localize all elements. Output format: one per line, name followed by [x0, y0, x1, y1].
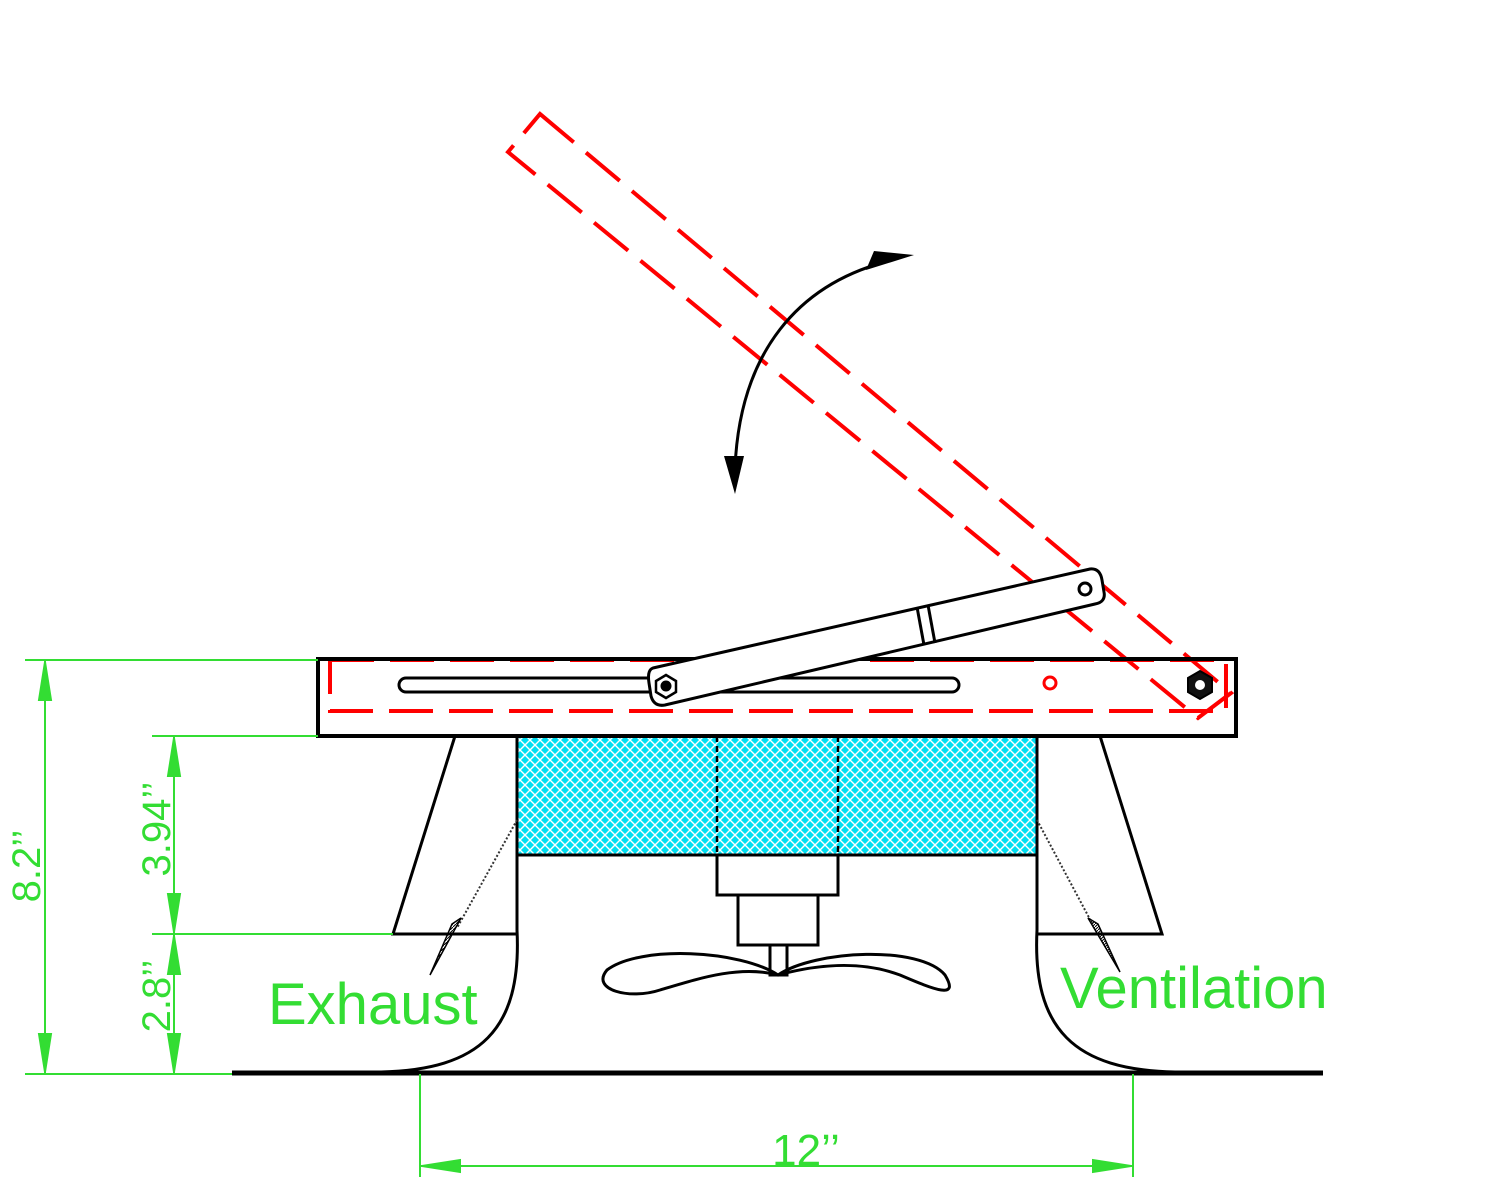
duct-right-wall — [1035, 855, 1176, 1074]
lid-open-position — [328, 111, 1235, 721]
motor — [715, 853, 840, 977]
lid-raised-outline — [505, 111, 1235, 721]
hinge-bolt-icon — [1187, 669, 1213, 701]
arm-bolt-icon — [654, 673, 678, 700]
label-ventilation: Ventilation — [1060, 956, 1328, 1021]
motor-coupler — [736, 893, 820, 947]
left-leg — [390, 735, 518, 936]
lid-hole — [1042, 675, 1058, 691]
label-exhaust: Exhaust — [268, 972, 478, 1037]
arrowhead-top — [866, 251, 914, 270]
dim-upper-height: 3.94’’ — [135, 782, 179, 877]
right-leg — [1037, 735, 1165, 936]
exhaust-flow-arrow — [429, 819, 518, 976]
dim-base-width: 12’’ — [772, 1126, 840, 1175]
dim-lower-height: 2.8’’ — [135, 960, 179, 1033]
dimension-lines — [25, 659, 1134, 1177]
duct-left-wall — [379, 855, 519, 1074]
ventilation-flow-arrow — [1036, 819, 1121, 973]
filter-block — [515, 734, 1039, 857]
rotation-arrow — [724, 251, 914, 494]
motor-body — [715, 853, 840, 897]
support-arm — [647, 567, 1106, 707]
dim-overall-height: 8.2’’ — [5, 830, 49, 903]
duct — [379, 855, 1176, 1074]
fan-blades — [601, 952, 951, 996]
arrowhead-bottom — [724, 456, 744, 494]
